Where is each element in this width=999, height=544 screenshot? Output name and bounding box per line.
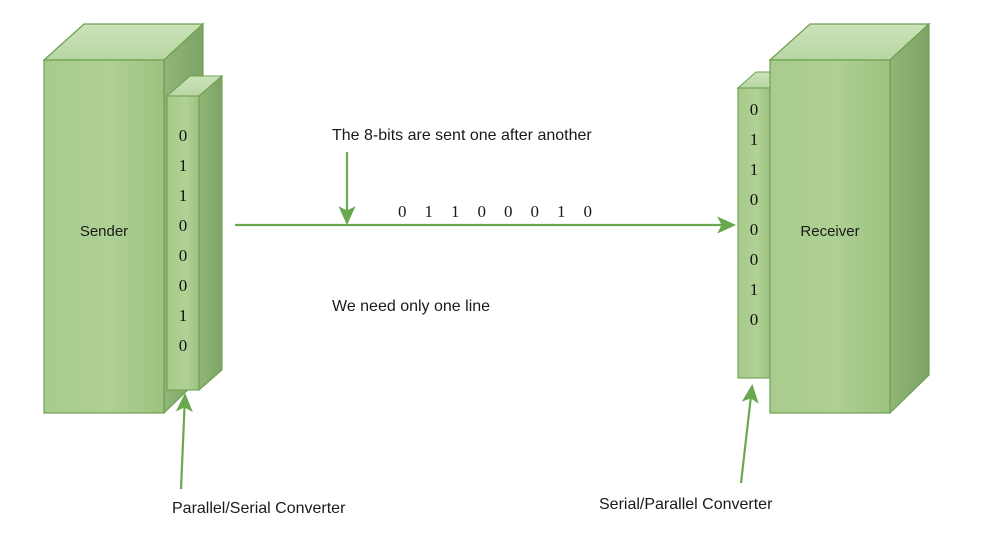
stream-bit: 0 [583,202,593,221]
channel-note-bottom: We need only one line [332,298,491,315]
sender-bit: 0 [178,336,188,355]
sender-bit: 1 [178,306,188,325]
stream-bit: 1 [451,202,461,221]
channel-note-top: The 8-bits are sent one after another [332,127,592,144]
sender-bit: 0 [178,246,188,265]
receiver-bit: 0 [749,250,759,269]
serial-parallel-converter-arrow [739,383,759,484]
receiver-label: Receiver [800,223,860,240]
sender-column-side-face [198,74,223,392]
sender-bit: 0 [178,216,188,235]
sender-label: Sender [79,223,129,240]
sender-bit: 1 [178,186,188,205]
sender-box-front-face [43,59,165,414]
receiver-bit: 0 [749,100,759,119]
parallel-serial-converter-arrow [175,392,193,490]
sender-bit: 0 [178,126,188,145]
receiver-box-3d [768,22,931,415]
stream-bit: 0 [477,202,487,221]
receiver-bit: 1 [749,130,759,149]
parallel-serial-converter-label: Parallel/Serial Converter [172,500,346,517]
stream-bit: 0 [530,202,540,221]
sender-column-front-face [166,95,200,391]
sender-bit: 0 [178,276,188,295]
receiver-bit: 1 [749,160,759,179]
receiver-bit-column-3d [736,71,790,379]
sender-bit: 1 [178,156,188,175]
stream-bit: 0 [398,202,408,221]
receiver-bit: 1 [749,280,759,299]
serial-parallel-converter-label: Serial/Parallel Converter [599,496,773,513]
stream-bit: 0 [504,202,514,221]
stream-bit: 1 [424,202,434,221]
receiver-box-side-face [889,22,930,415]
receiver-column-front-face [737,87,771,379]
stream-bit: 1 [557,202,567,221]
receiver-bit: 0 [749,190,759,209]
receiver-bit: 0 [749,310,759,329]
receiver-box-front-face [769,59,891,414]
receiver-bit: 0 [749,220,759,239]
sender-bit-column-3d [165,74,224,392]
